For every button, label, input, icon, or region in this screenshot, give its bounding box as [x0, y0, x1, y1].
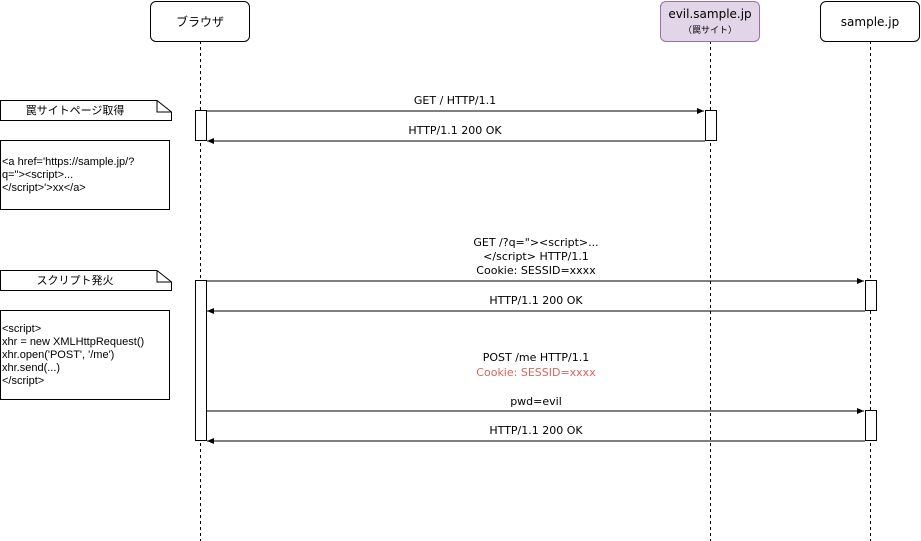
actor-browser: ブラウザ: [150, 1, 250, 42]
code-line: </script>: [2, 374, 45, 387]
code-line: xhr.open('POST', '/me'): [2, 348, 115, 361]
message-line: </script> HTTP/1.1: [483, 250, 589, 263]
actor-sublabel: （罠サイト）: [682, 26, 737, 36]
message-label-get-xss: GET /?q="><script>... </script> HTTP/1.1…: [386, 236, 686, 278]
evil-activation: [705, 110, 717, 141]
code-line: xhr = new XMLHttpRequest(): [2, 335, 145, 348]
message-label: HTTP/1.1 200 OK: [489, 424, 583, 437]
actor-label: sample.jp: [840, 14, 900, 29]
actor-label: ブラウザ: [175, 15, 224, 29]
note-1-title: 罠サイトページ取得: [25, 104, 125, 117]
note-1-code: <a href='https://sample.jp/? q="><script…: [0, 140, 170, 210]
browser-activation-2: [195, 280, 207, 441]
sample-activation-2: [865, 410, 877, 441]
note-1-shape: [0, 100, 172, 121]
message-label-cookie-highlight: Cookie: SESSID=xxxx: [476, 366, 596, 379]
message-label: HTTP/1.1 200 OK: [408, 124, 502, 137]
note-2-title: スクリプト発火: [36, 274, 114, 287]
sample-activation-1: [865, 280, 877, 311]
message-label: GET / HTTP/1.1: [413, 94, 497, 107]
actor-sample: sample.jp: [820, 1, 920, 42]
message-label: HTTP/1.1 200 OK: [489, 294, 583, 307]
code-line: xhr.send(...): [2, 361, 61, 374]
actor-label: evil.sample.jp: [668, 7, 752, 21]
browser-activation-1: [195, 110, 207, 141]
message-label: pwd=evil: [510, 395, 562, 408]
message-line: Cookie: SESSID=xxxx: [476, 264, 596, 277]
code-line: <script>: [2, 322, 42, 335]
note-2-code: <script> xhr = new XMLHttpRequest() xhr.…: [0, 310, 170, 400]
message-line: GET /?q="><script>...: [473, 236, 599, 249]
code-line: <a href='https://sample.jp/?: [2, 155, 135, 168]
message-label: POST /me HTTP/1.1: [482, 351, 590, 364]
code-line: </script>'>xx</a>: [2, 181, 86, 194]
note-2-shape: [0, 270, 172, 291]
code-line: q="><script>...: [2, 168, 74, 181]
actor-evil-site: evil.sample.jp （罠サイト）: [660, 1, 760, 42]
